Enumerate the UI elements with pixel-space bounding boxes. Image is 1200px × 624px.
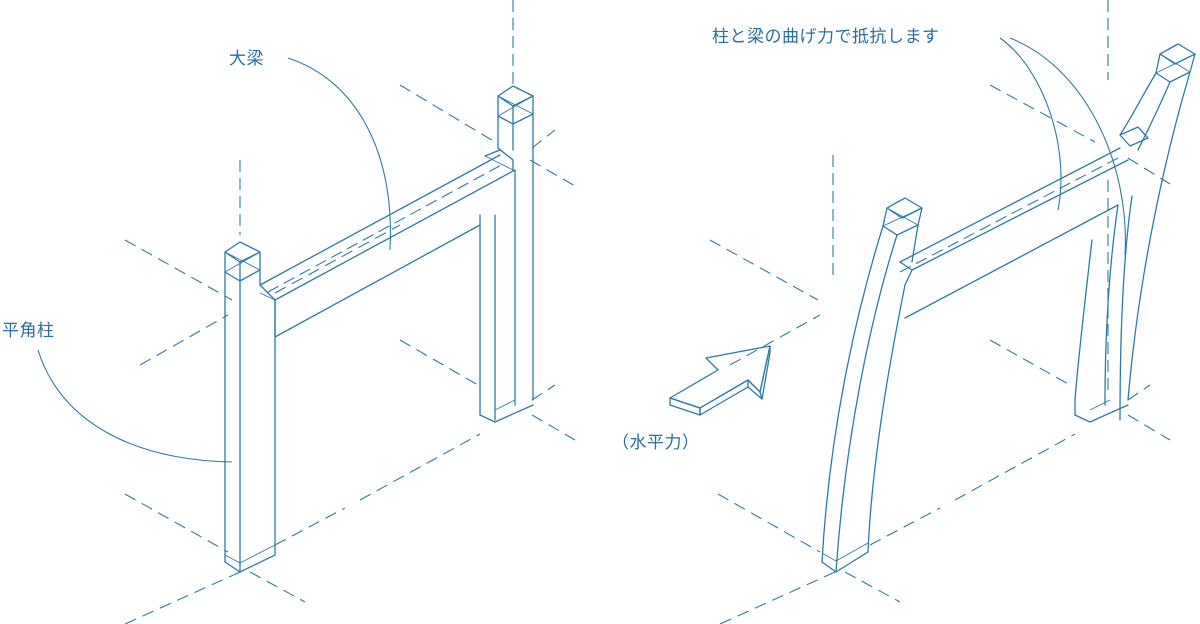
column-leader bbox=[37, 349, 233, 463]
horizontal-force-arrow-icon bbox=[669, 345, 771, 416]
left-guide-lines bbox=[124, 0, 576, 624]
resist-leader-a bbox=[999, 37, 1062, 211]
left-column bbox=[224, 241, 276, 573]
beam-leader bbox=[287, 57, 391, 251]
left-frame bbox=[37, 0, 576, 624]
right-guide-lines bbox=[709, 0, 1171, 624]
left-frame-right-column bbox=[479, 85, 534, 423]
left-beam bbox=[259, 154, 516, 338]
beam-label: 大梁 bbox=[229, 49, 264, 69]
column-label: 平角柱 bbox=[2, 321, 55, 341]
right-frame-left-column bbox=[821, 197, 923, 573]
right-frame bbox=[669, 0, 1196, 624]
horizontal-force-label: （水平力） bbox=[612, 433, 700, 453]
right-beam bbox=[899, 147, 1129, 319]
resist-label: 柱と梁の曲げ力で抵抗します bbox=[712, 27, 940, 47]
resist-leader-b bbox=[1009, 37, 1126, 256]
right-frame-right-column bbox=[1074, 43, 1196, 423]
